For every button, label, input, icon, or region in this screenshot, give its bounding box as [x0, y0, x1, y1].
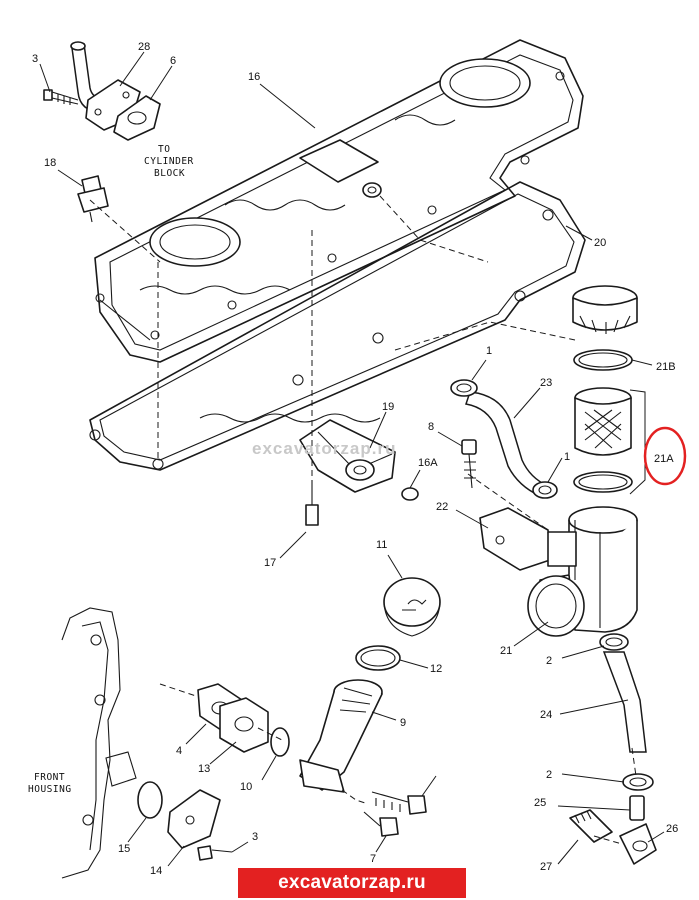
- label-17: 17: [264, 557, 276, 569]
- label-21: 21: [500, 645, 512, 657]
- label-1-upper: 1: [486, 345, 492, 357]
- breather-housing[interactable]: [527, 506, 638, 637]
- label-14: 14: [150, 865, 162, 877]
- label-13: 13: [198, 763, 210, 775]
- label-22: 22: [436, 501, 448, 513]
- front-housing: [61, 607, 137, 879]
- label-3-bottom: 3: [252, 831, 258, 843]
- label-8: 8: [428, 421, 434, 433]
- breather-cap[interactable]: [572, 285, 638, 334]
- label-16a: 16A: [418, 457, 438, 469]
- note-front: FRONT: [34, 772, 65, 783]
- oring-16a[interactable]: [401, 487, 419, 501]
- breather-tube[interactable]: [70, 41, 121, 113]
- bolt-17[interactable]: [305, 480, 319, 526]
- label-6: 6: [170, 55, 176, 67]
- label-28: 28: [138, 41, 150, 53]
- bolt-3-top[interactable]: [43, 89, 79, 105]
- hose-24[interactable]: [602, 651, 647, 753]
- dashed-24: [631, 747, 637, 777]
- bolt-18[interactable]: [77, 175, 109, 223]
- elbow-26[interactable]: [619, 823, 657, 865]
- label-21b: 21B: [656, 361, 676, 373]
- bolt-3-bottom[interactable]: [197, 845, 233, 861]
- clamp-2-upper[interactable]: [599, 633, 629, 651]
- label-27: 27: [540, 861, 552, 873]
- oring-15[interactable]: [137, 781, 163, 819]
- valve-cover[interactable]: [94, 39, 584, 363]
- dashed-8: [467, 473, 549, 531]
- oring-10[interactable]: [270, 727, 290, 757]
- label-2-upper: 2: [546, 655, 552, 667]
- label-18: 18: [44, 157, 56, 169]
- hose-23[interactable]: [465, 391, 550, 497]
- oil-filler-cap[interactable]: [383, 577, 441, 637]
- label-19: 19: [382, 401, 394, 413]
- dashed-13: [257, 727, 283, 741]
- leader-lines: [39, 51, 665, 867]
- tube-gasket[interactable]: [113, 95, 161, 141]
- clamp-1-lower[interactable]: [532, 481, 558, 499]
- label-7: 7: [370, 853, 376, 865]
- label-25: 25: [534, 797, 546, 809]
- note-cylinder: CYLINDER: [144, 156, 194, 167]
- tube-elbow-22[interactable]: [479, 507, 577, 571]
- label-21a: 21A: [654, 453, 674, 465]
- label-16: 16: [248, 71, 260, 83]
- bolt-7-upper[interactable]: [371, 791, 427, 815]
- label-20: 20: [594, 237, 606, 249]
- oring-21b[interactable]: [573, 349, 633, 371]
- valve-cover-gasket[interactable]: [89, 181, 586, 471]
- oring-filter-lower[interactable]: [573, 471, 633, 493]
- label-4: 4: [176, 745, 182, 757]
- site-banner[interactable]: excavatorzap.ru: [238, 868, 466, 898]
- label-9: 9: [400, 717, 406, 729]
- clamp-1-upper[interactable]: [450, 379, 478, 397]
- dashed-27: [593, 835, 623, 845]
- label-24: 24: [540, 709, 552, 721]
- seal-12[interactable]: [355, 645, 401, 671]
- bolt-8[interactable]: [461, 439, 477, 489]
- note-housing: HOUSING: [28, 784, 72, 795]
- cover-14[interactable]: [167, 789, 221, 849]
- cover-grommet[interactable]: [362, 182, 382, 198]
- part-labels: 3 28 6 16 18 20 1 23 21B 21A 8 1 19 16A …: [32, 41, 678, 877]
- bracket-21a: [629, 389, 646, 495]
- adapter-13[interactable]: [219, 697, 269, 753]
- clamp-2-lower[interactable]: [622, 773, 654, 791]
- label-10: 10: [240, 781, 252, 793]
- breather-filter[interactable]: [574, 387, 632, 456]
- note-block: BLOCK: [154, 168, 185, 179]
- fitting-25[interactable]: [629, 795, 645, 821]
- watermark: excavatorzap.ru: [252, 439, 396, 458]
- dashed-4: [159, 683, 197, 697]
- label-12: 12: [430, 663, 442, 675]
- bolt-7-lower[interactable]: [363, 811, 399, 837]
- filler-tube-9[interactable]: [299, 679, 383, 793]
- label-1-lower: 1: [564, 451, 570, 463]
- label-26: 26: [666, 823, 678, 835]
- fitting-27[interactable]: [569, 809, 613, 843]
- note-to: TO: [158, 144, 170, 155]
- dashed-bolt-18: [89, 199, 161, 263]
- label-23: 23: [540, 377, 552, 389]
- label-3-top: 3: [32, 53, 38, 65]
- dashed-path-breather: [394, 321, 576, 351]
- label-11: 11: [376, 539, 387, 551]
- label-15: 15: [118, 843, 130, 855]
- label-2-lower: 2: [546, 769, 552, 781]
- dashed-9: [341, 789, 369, 805]
- highlight-21a-circle: [643, 426, 687, 486]
- bracket-19[interactable]: [299, 419, 396, 493]
